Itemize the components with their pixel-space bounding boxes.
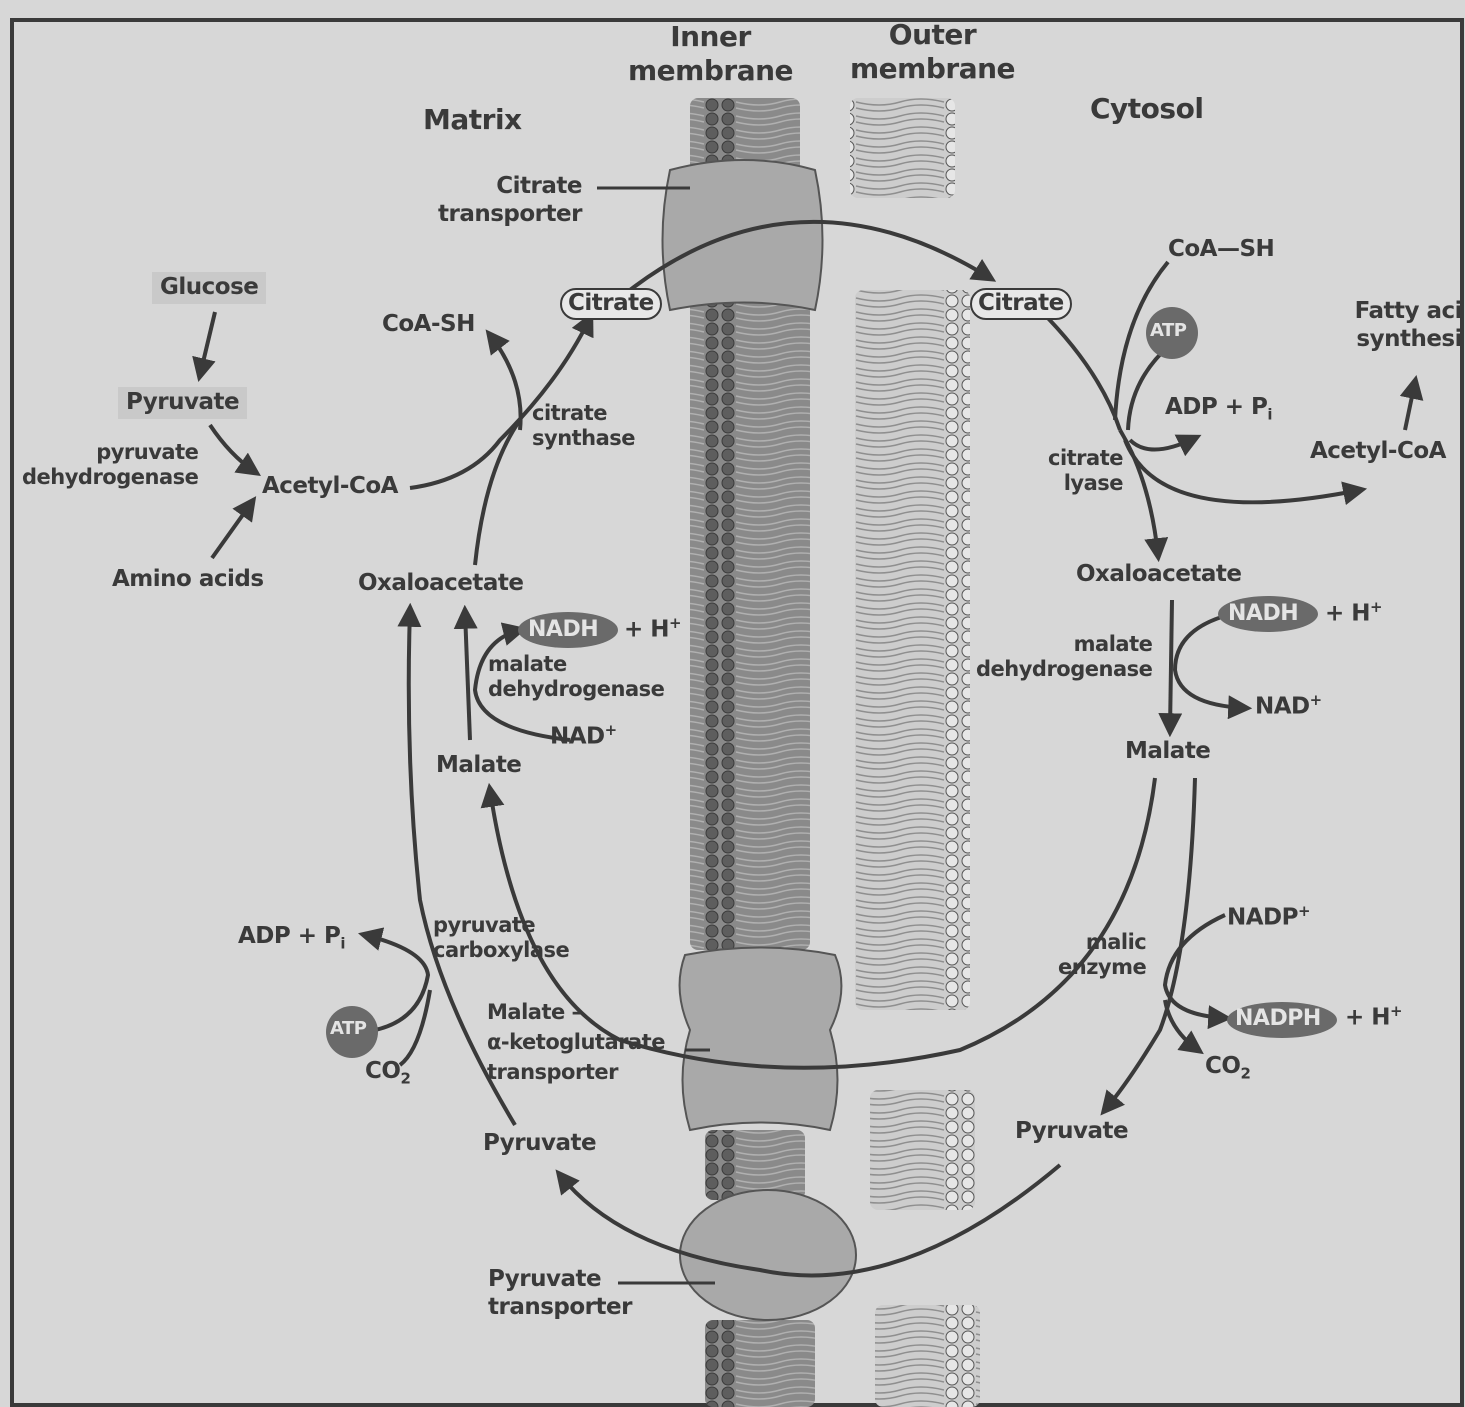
atp-matrix-label: ATP: [330, 1018, 367, 1040]
acetyl-coa-cytosol-label: Acetyl-CoA: [1310, 438, 1446, 466]
pyruvate-dehydrogenase-label: pyruvate dehydrogenase: [22, 440, 198, 490]
nadph-label: NADPH: [1235, 1006, 1321, 1032]
atp-cytosol-label: ATP: [1150, 320, 1187, 342]
pyruvate-transporter-protein: [680, 1190, 856, 1320]
matrix-label: Matrix: [423, 103, 522, 137]
glucose-label: Glucose: [152, 272, 266, 304]
arrow-oxaloacetate-malate-cyto: [1170, 600, 1172, 730]
fatty-acid-synthesis-label: Fatty aci synthesi: [1352, 298, 1462, 353]
citrate-synthase-label: citrate synthase: [532, 401, 635, 451]
arrow-glucose-pyruvate: [200, 312, 215, 375]
malate-cytosol-label: Malate: [1125, 738, 1210, 766]
malate-dehydrogenase-cytosol-label: malate dehydrogenase: [976, 632, 1152, 682]
malate-akg-transporter-label-1: Malate –: [487, 1000, 582, 1025]
malic-enzyme-label: malic enzyme: [1058, 930, 1146, 980]
arrow-atp-adp-matrix: [365, 935, 428, 1030]
malate-akg-transporter-protein: [680, 948, 842, 1131]
outer-membrane: [850, 98, 980, 1407]
co2-matrix-label: CO2: [365, 1058, 410, 1089]
arrow-pyruvate-acetylcoa: [210, 425, 255, 472]
malate-akg-transporter-label-3: transporter: [487, 1060, 618, 1085]
nadp-label: NADP+: [1227, 903, 1310, 932]
oxaloacetate-matrix-label: Oxaloacetate: [358, 570, 523, 598]
arrow-co2-in-matrix: [400, 990, 430, 1065]
amino-acids-label: Amino acids: [112, 566, 264, 594]
pyruvate-carboxylase-label: pyruvate carboxylase: [433, 913, 569, 963]
acetyl-coa-matrix-label: Acetyl-CoA: [262, 473, 398, 501]
pyruvate-top-label: Pyruvate: [118, 387, 247, 419]
citrate-transporter-label: Citrate transporter: [438, 173, 582, 228]
arrow-nadh-nad-cyto: [1175, 615, 1245, 708]
adp-pi-matrix-label: ADP + Pi: [238, 923, 345, 954]
arrow-atp-in: [1128, 345, 1170, 430]
nadh-matrix-label: NADH: [528, 617, 598, 643]
citrate-cytosol-label: Citrate: [970, 288, 1072, 320]
nadph-h-plus-label: + H+: [1345, 1003, 1402, 1032]
arrow-nadp-nadph: [1165, 915, 1225, 1018]
arrow-coash-release: [490, 335, 521, 430]
oxaloacetate-cytosol-label: Oxaloacetate: [1076, 561, 1241, 589]
citrate-transporter-protein: [663, 160, 823, 310]
citrate-matrix-label: Citrate: [560, 288, 662, 320]
inner-membrane-label: Inner membrane: [628, 20, 793, 87]
pyruvate-cytosol-label: Pyruvate: [1015, 1118, 1128, 1146]
arrow-fatty-acid: [1405, 382, 1415, 430]
h-plus-matrix-label: + H+: [624, 615, 681, 644]
cytosol-label: Cytosol: [1090, 92, 1203, 126]
arrow-citrate-lyase: [1040, 310, 1120, 430]
h-plus-cytosol-label: + H+: [1325, 599, 1382, 628]
arrow-aminoacids-acetylcoa: [212, 502, 252, 558]
nadh-cytosol-label: NADH: [1228, 601, 1298, 627]
citrate-lyase-label: citrate lyase: [1048, 446, 1123, 496]
outer-membrane-label: Outer membrane: [850, 18, 1015, 85]
nad-cytosol-label: NAD+: [1255, 692, 1322, 721]
coa-sh-matrix-label: CoA-SH: [382, 311, 475, 339]
malate-akg-transporter-label-2: α-ketoglutarate: [487, 1030, 665, 1055]
coa-sh-cytosol-label: CoA—SH: [1168, 236, 1274, 264]
pyruvate-transporter-label: Pyruvate transporter: [488, 1266, 632, 1321]
arrow-malate-oxaloacetate-matrix: [465, 612, 470, 740]
co2-cytosol-label: CO2: [1205, 1053, 1250, 1084]
malate-matrix-label: Malate: [436, 752, 521, 780]
adp-pi-cytosol-label: ADP + Pi: [1165, 394, 1272, 425]
nad-matrix-label: NAD+: [550, 722, 617, 751]
arrow-adp-out: [1130, 438, 1195, 450]
malate-dehydrogenase-matrix-label: malate dehydrogenase: [488, 652, 664, 702]
pyruvate-bottom-matrix-label: Pyruvate: [483, 1130, 596, 1158]
